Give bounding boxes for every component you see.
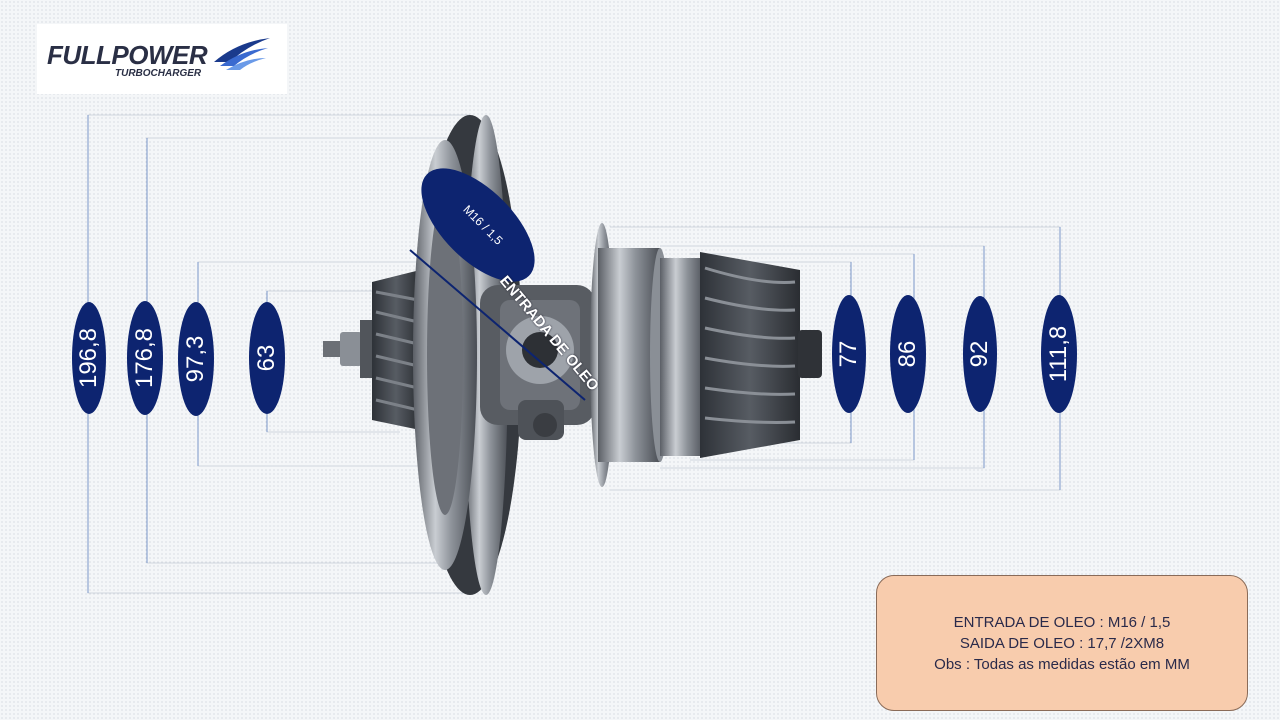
dimension-value: 63 [253,344,280,372]
dimension-badge-176-8 [127,301,163,415]
compressor-wheel [700,252,822,458]
oil-inlet-spec: ENTRADA DE OLEO : M16 / 1,5 [953,613,1171,631]
dimension-value: 86 [894,340,921,368]
dimension-value: 111,8 [1045,325,1072,383]
brand-logo: FULLPOWER TURBOCHARGER [37,24,287,94]
brand-name: FULLPOWER [47,40,208,70]
dimension-badge-77 [832,295,866,413]
compressor-plate [590,223,705,487]
dimension-badge-86 [890,295,926,413]
dimension-badge-196-8 [72,302,106,414]
thread-callout [409,168,586,401]
wing-swoosh-icon [214,38,270,70]
oil-outlet-spec: SAIDA DE OLEO : 17,7 /2XM8 [959,634,1165,652]
dimension-badge-63 [249,302,285,414]
dimension-badge-97-3 [178,302,214,416]
dimension-value: 92 [966,340,993,368]
dimension-value: 176,8 [131,327,158,389]
dimension-badge-111-8 [1041,295,1077,413]
units-note: Obs : Todas as medidas estão em MM [934,655,1190,673]
dimension-value: 77 [835,340,862,368]
dimension-value: 196,8 [75,327,102,389]
specs-note-box: ENTRADA DE OLEO : M16 / 1,5 SAIDA DE OLE… [876,575,1248,711]
dimension-value: 97,3 [182,335,209,383]
brand-tagline: TURBOCHARGER [115,68,202,79]
bearing-housing [480,285,595,440]
dimension-badge-92 [963,296,997,412]
turbine-wheel [323,270,420,430]
